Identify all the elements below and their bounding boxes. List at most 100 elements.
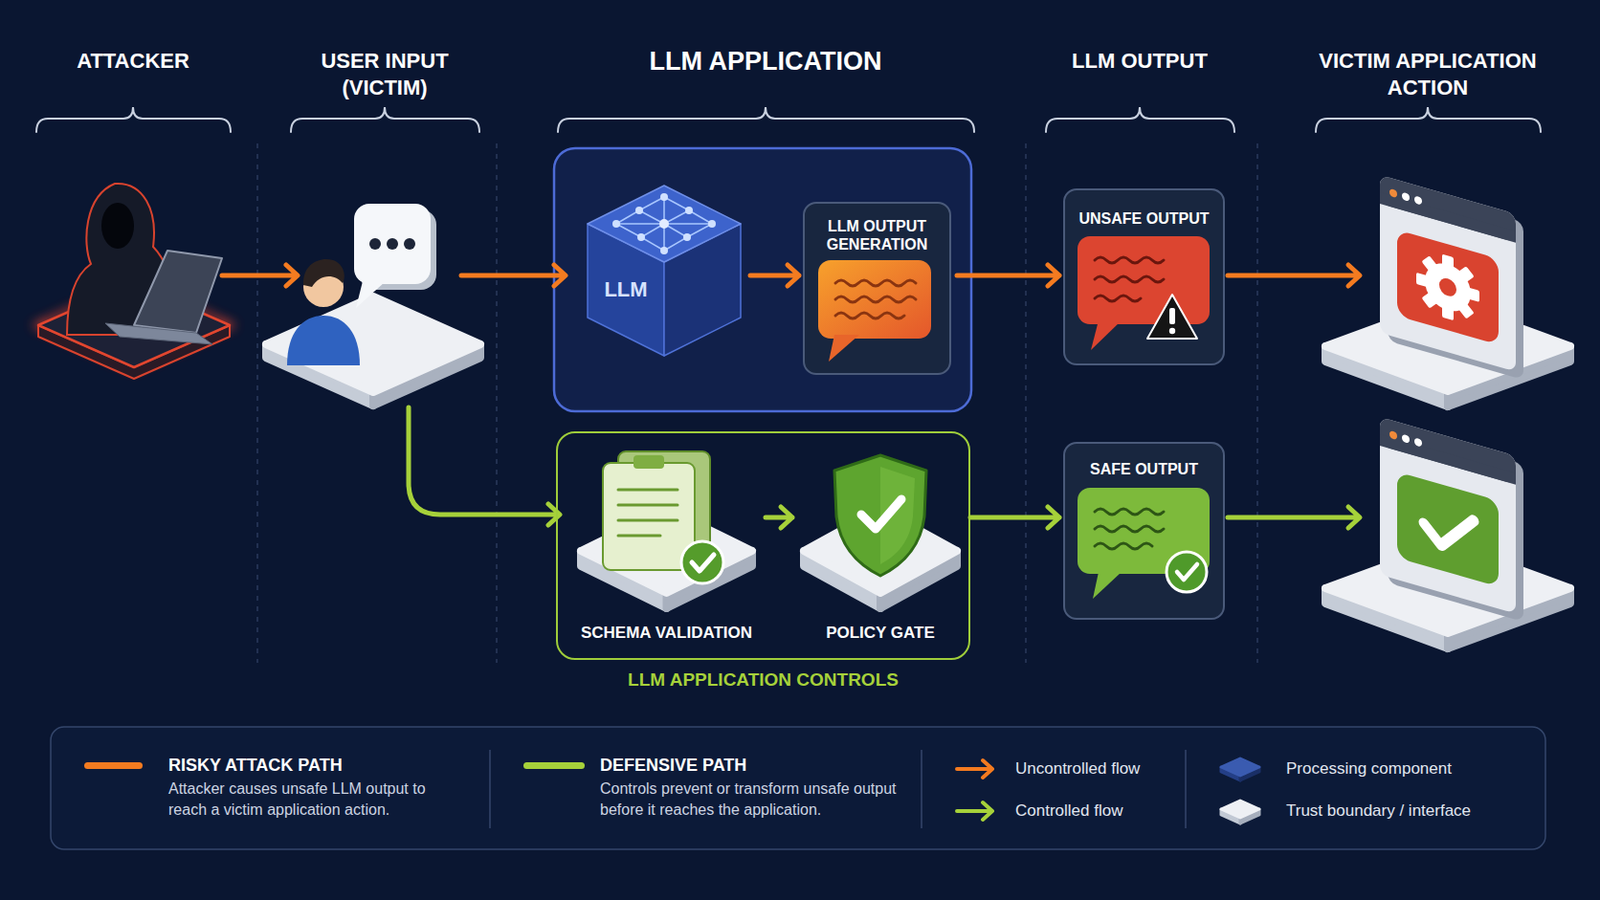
box-title: LLM OUTPUT GENERATION bbox=[812, 217, 942, 254]
victim-app-safe bbox=[1379, 417, 1516, 615]
column-separators bbox=[257, 143, 1258, 664]
column-header: VICTIM APPLICATION ACTION bbox=[1298, 47, 1557, 101]
legend-text: Processing component bbox=[1286, 759, 1452, 779]
schema-document-icon bbox=[618, 504, 678, 508]
schema-document-icon bbox=[681, 541, 724, 584]
legend-panel bbox=[920, 750, 923, 829]
speech-bubble bbox=[354, 203, 437, 309]
column-brackets bbox=[36, 107, 1541, 133]
cube-shape bbox=[664, 197, 689, 211]
victim-app-safe bbox=[1379, 417, 1516, 486]
victim-app-unsafe bbox=[1416, 246, 1480, 329]
legend-panel bbox=[50, 727, 1546, 850]
column-header: LLM OUTPUT bbox=[1034, 47, 1245, 75]
victim-app-unsafe bbox=[1325, 175, 1571, 407]
cube-shape bbox=[685, 206, 693, 215]
speech-bubble bbox=[386, 238, 399, 250]
victim-app-unsafe bbox=[1379, 192, 1516, 244]
column-brackets bbox=[1315, 107, 1541, 133]
flow-connector bbox=[765, 507, 793, 529]
victim-app-safe bbox=[1379, 434, 1516, 486]
victim-app-safe bbox=[1379, 417, 1524, 623]
victim-app-safe bbox=[1401, 434, 1410, 445]
schema-document-icon bbox=[618, 519, 678, 523]
policy-shield-icon bbox=[861, 499, 902, 530]
schema-document-icon bbox=[618, 488, 678, 492]
column-separators bbox=[1024, 143, 1027, 664]
unsafe-bubble-icon bbox=[1169, 308, 1176, 325]
flow-arrow bbox=[970, 507, 1060, 529]
flow-connector bbox=[750, 265, 800, 287]
orange-bubble-icon bbox=[835, 280, 916, 319]
cube-shape bbox=[659, 219, 669, 229]
llm-application-panel bbox=[554, 148, 972, 412]
flow-arrow bbox=[765, 507, 793, 529]
unsafe-bubble-icon bbox=[1094, 276, 1164, 283]
legend-text: Controlled flow bbox=[1015, 801, 1123, 822]
platform-shape bbox=[580, 509, 753, 594]
victim-app-safe bbox=[1325, 417, 1571, 649]
step-label: SCHEMA VALIDATION bbox=[580, 623, 753, 644]
victim-app-unsafe bbox=[1401, 192, 1410, 202]
column-header: USER INPUT (VICTIM) bbox=[293, 47, 476, 101]
schema-document-icon bbox=[602, 463, 695, 571]
cube-shape bbox=[687, 223, 712, 238]
column-brackets bbox=[557, 107, 975, 133]
speech-bubble bbox=[369, 238, 381, 250]
victim-app-safe bbox=[1414, 437, 1423, 447]
unsafe-bubble-icon bbox=[1094, 295, 1141, 302]
cube-shape bbox=[616, 210, 640, 224]
hooded-attacker bbox=[66, 183, 223, 345]
schema-document-icon bbox=[618, 534, 661, 538]
uncontrolled-flow-arrows bbox=[461, 265, 566, 287]
cube-shape bbox=[583, 181, 745, 360]
schema-document-icon bbox=[618, 489, 678, 536]
cube-shape bbox=[683, 233, 691, 242]
unsafe-bubble-icon bbox=[1094, 257, 1164, 302]
victim-app-unsafe bbox=[1439, 276, 1457, 299]
legend-text: DEFENSIVE PATH bbox=[600, 755, 747, 778]
victim-app-safe bbox=[1397, 471, 1499, 587]
legend-swatch bbox=[84, 762, 143, 770]
column-header: LLM APPLICATION bbox=[564, 45, 967, 79]
column-brackets bbox=[1045, 107, 1235, 133]
cube-shape bbox=[639, 197, 665, 211]
legend-panel bbox=[50, 727, 1546, 850]
step-label: POLICY GATE bbox=[825, 623, 935, 644]
flow-arrow bbox=[750, 265, 800, 287]
box-title: UNSAFE OUTPUT bbox=[1072, 209, 1216, 228]
legend-panel bbox=[956, 760, 993, 778]
column-brackets bbox=[290, 107, 480, 133]
hooded-attacker bbox=[101, 202, 134, 249]
victim-app-unsafe bbox=[1397, 229, 1499, 345]
unsafe-bubble-icon bbox=[1169, 328, 1176, 334]
safe-bubble-icon bbox=[1094, 526, 1164, 533]
victim-app-safe bbox=[1423, 506, 1474, 556]
hooded-attacker bbox=[133, 250, 223, 334]
legend-panel bbox=[1221, 800, 1260, 819]
controlled-flow-arrows bbox=[1227, 507, 1360, 529]
uncontrolled-flow-arrows bbox=[1227, 265, 1360, 287]
cube-shape bbox=[660, 193, 668, 201]
victim-app-unsafe bbox=[1424, 257, 1471, 317]
cube-shape bbox=[664, 222, 712, 225]
flow-connector bbox=[956, 265, 1060, 287]
orange-bubble-icon bbox=[835, 312, 905, 319]
orange-bubble-icon bbox=[835, 296, 916, 303]
legend-panel bbox=[956, 802, 993, 821]
cube-shape bbox=[635, 206, 644, 215]
legend-text: Trust boundary / interface bbox=[1286, 801, 1471, 822]
schema-document-icon bbox=[633, 455, 665, 469]
user-platform bbox=[266, 296, 481, 393]
uncontrolled-flow-arrows bbox=[222, 265, 298, 287]
cube-shape bbox=[641, 237, 665, 251]
column-brackets bbox=[36, 107, 231, 133]
unsafe-bubble-icon bbox=[1147, 294, 1198, 339]
legend-swatch bbox=[523, 762, 585, 770]
user-figure bbox=[287, 315, 360, 366]
cube-shape bbox=[612, 220, 621, 228]
cube-shape bbox=[660, 246, 668, 255]
unsafe-bubble-icon bbox=[1094, 257, 1164, 264]
user-figure bbox=[303, 259, 345, 288]
controlled-flow-arrows bbox=[408, 407, 560, 526]
